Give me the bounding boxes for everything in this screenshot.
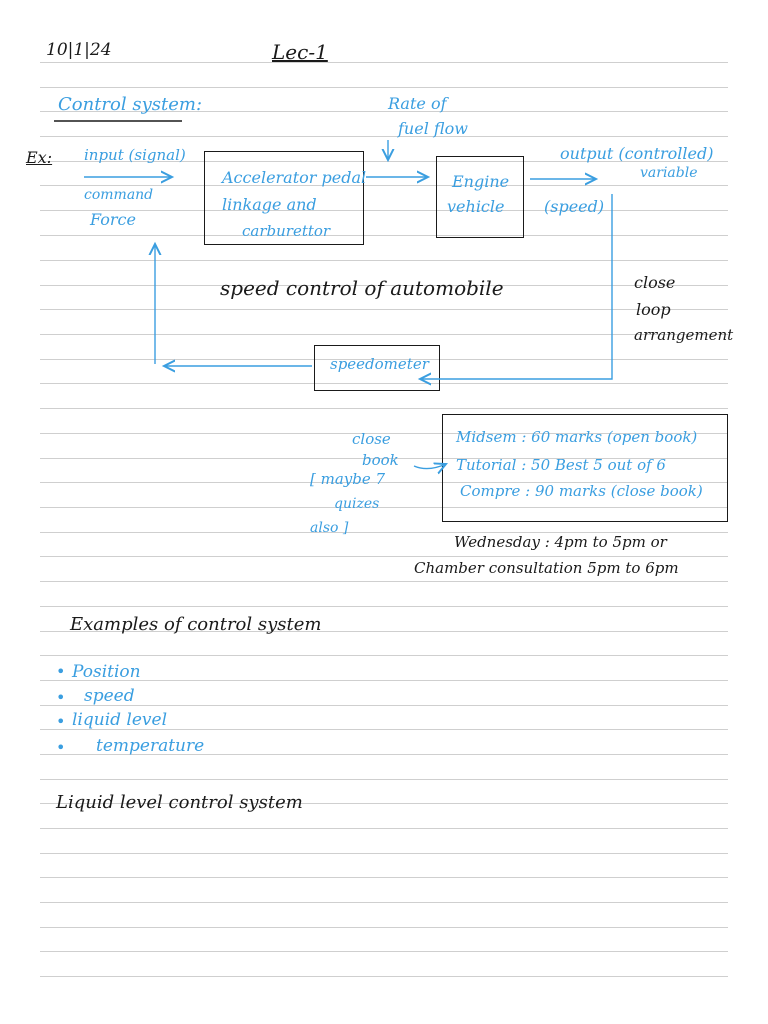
grading-row-compre: Compre : 90 marks (close book) <box>460 482 703 500</box>
grading-side-line4: quizes <box>334 496 380 512</box>
ruled-line <box>40 383 728 384</box>
ruled-line <box>40 111 728 112</box>
block1-line2: linkage and <box>222 195 317 214</box>
accelerator-block <box>204 151 364 245</box>
ruled-line <box>40 408 728 409</box>
variable-label: variable <box>640 165 698 181</box>
grading-side-line5: also ] <box>310 520 349 536</box>
loop-label-line2: loop <box>636 300 671 319</box>
ruled-line <box>40 680 728 681</box>
ruled-line <box>40 853 728 854</box>
ruled-line <box>40 458 728 459</box>
grading-side-line2: book <box>362 451 399 469</box>
ruled-line <box>40 828 728 829</box>
grading-side-line1: close <box>352 430 391 448</box>
force-label: Force <box>90 210 136 229</box>
ruled-line <box>40 705 728 706</box>
consultation-line1: Wednesday : 4pm to 5pm or <box>454 533 667 551</box>
example-bullet: • <box>56 662 66 681</box>
command-label: command <box>84 187 154 203</box>
ruled-line <box>40 754 728 755</box>
example-bullet: • <box>56 688 66 707</box>
examples-heading: Examples of control system <box>70 614 322 635</box>
ruled-line <box>40 482 728 483</box>
ruled-line <box>40 136 728 137</box>
ruled-line <box>40 976 728 977</box>
ruled-line <box>40 507 728 508</box>
ruled-line <box>40 606 728 607</box>
grading-row-tutorial: Tutorial : 50 Best 5 out of 6 <box>456 456 666 474</box>
example-bullet: • <box>56 738 66 757</box>
ruled-line <box>40 927 728 928</box>
ruled-line <box>40 532 728 533</box>
ruled-line <box>40 433 728 434</box>
ruled-line <box>40 581 728 582</box>
ruled-line <box>40 359 728 360</box>
example-item-position: Position <box>72 662 141 682</box>
block1-line3: carburettor <box>242 222 331 240</box>
ruled-line <box>40 803 728 804</box>
fuel-label-line2: fuel flow <box>398 119 468 138</box>
block2-line1: Engine <box>452 172 510 191</box>
ruled-line <box>40 185 728 186</box>
example-item-temperature: temperature <box>96 736 205 756</box>
output-label: output (controlled) <box>560 144 714 163</box>
ruled-line <box>40 87 728 88</box>
example-item-liquid-level: liquid level <box>72 710 168 730</box>
input-label: input (signal) <box>84 146 186 164</box>
block1-line1: Accelerator pedal <box>222 168 367 187</box>
ruled-line <box>40 309 728 310</box>
section-title: Control system: <box>58 94 203 115</box>
example-item-speed: speed <box>84 686 135 706</box>
ruled-line <box>40 235 728 236</box>
ruled-line <box>40 779 728 780</box>
ruled-line <box>40 655 728 656</box>
ruled-line <box>40 902 728 903</box>
ruled-line <box>40 260 728 261</box>
ruled-line <box>40 62 728 63</box>
ruled-line <box>40 951 728 952</box>
speed-label: (speed) <box>544 197 605 216</box>
ruled-line <box>40 877 728 878</box>
grading-side-line3: [ maybe 7 <box>310 470 386 488</box>
grading-row-midsem: Midsem : 60 marks (open book) <box>456 428 698 446</box>
diagram-caption: speed control of automobile <box>220 276 504 300</box>
ruled-line <box>40 210 728 211</box>
feedback-block-label: speedometer <box>330 355 429 373</box>
ruled-line <box>40 556 728 557</box>
ruled-line <box>40 285 728 286</box>
example-bullet: • <box>56 712 66 731</box>
fuel-label-line1: Rate of <box>388 94 447 113</box>
block2-line2: vehicle <box>447 197 505 216</box>
example-marker: Ex: <box>26 148 53 167</box>
consultation-line2: Chamber consultation 5pm to 6pm <box>414 559 679 577</box>
ruled-line <box>40 729 728 730</box>
liquid-level-heading: Liquid level control system <box>56 792 303 813</box>
ruled-line <box>40 334 728 335</box>
date: 10|1|24 <box>46 40 112 60</box>
ruled-line <box>40 631 728 632</box>
lecture-title: Lec-1 <box>272 40 328 64</box>
loop-label-line3: arrangement <box>634 326 734 344</box>
loop-label-line1: close <box>634 273 676 292</box>
